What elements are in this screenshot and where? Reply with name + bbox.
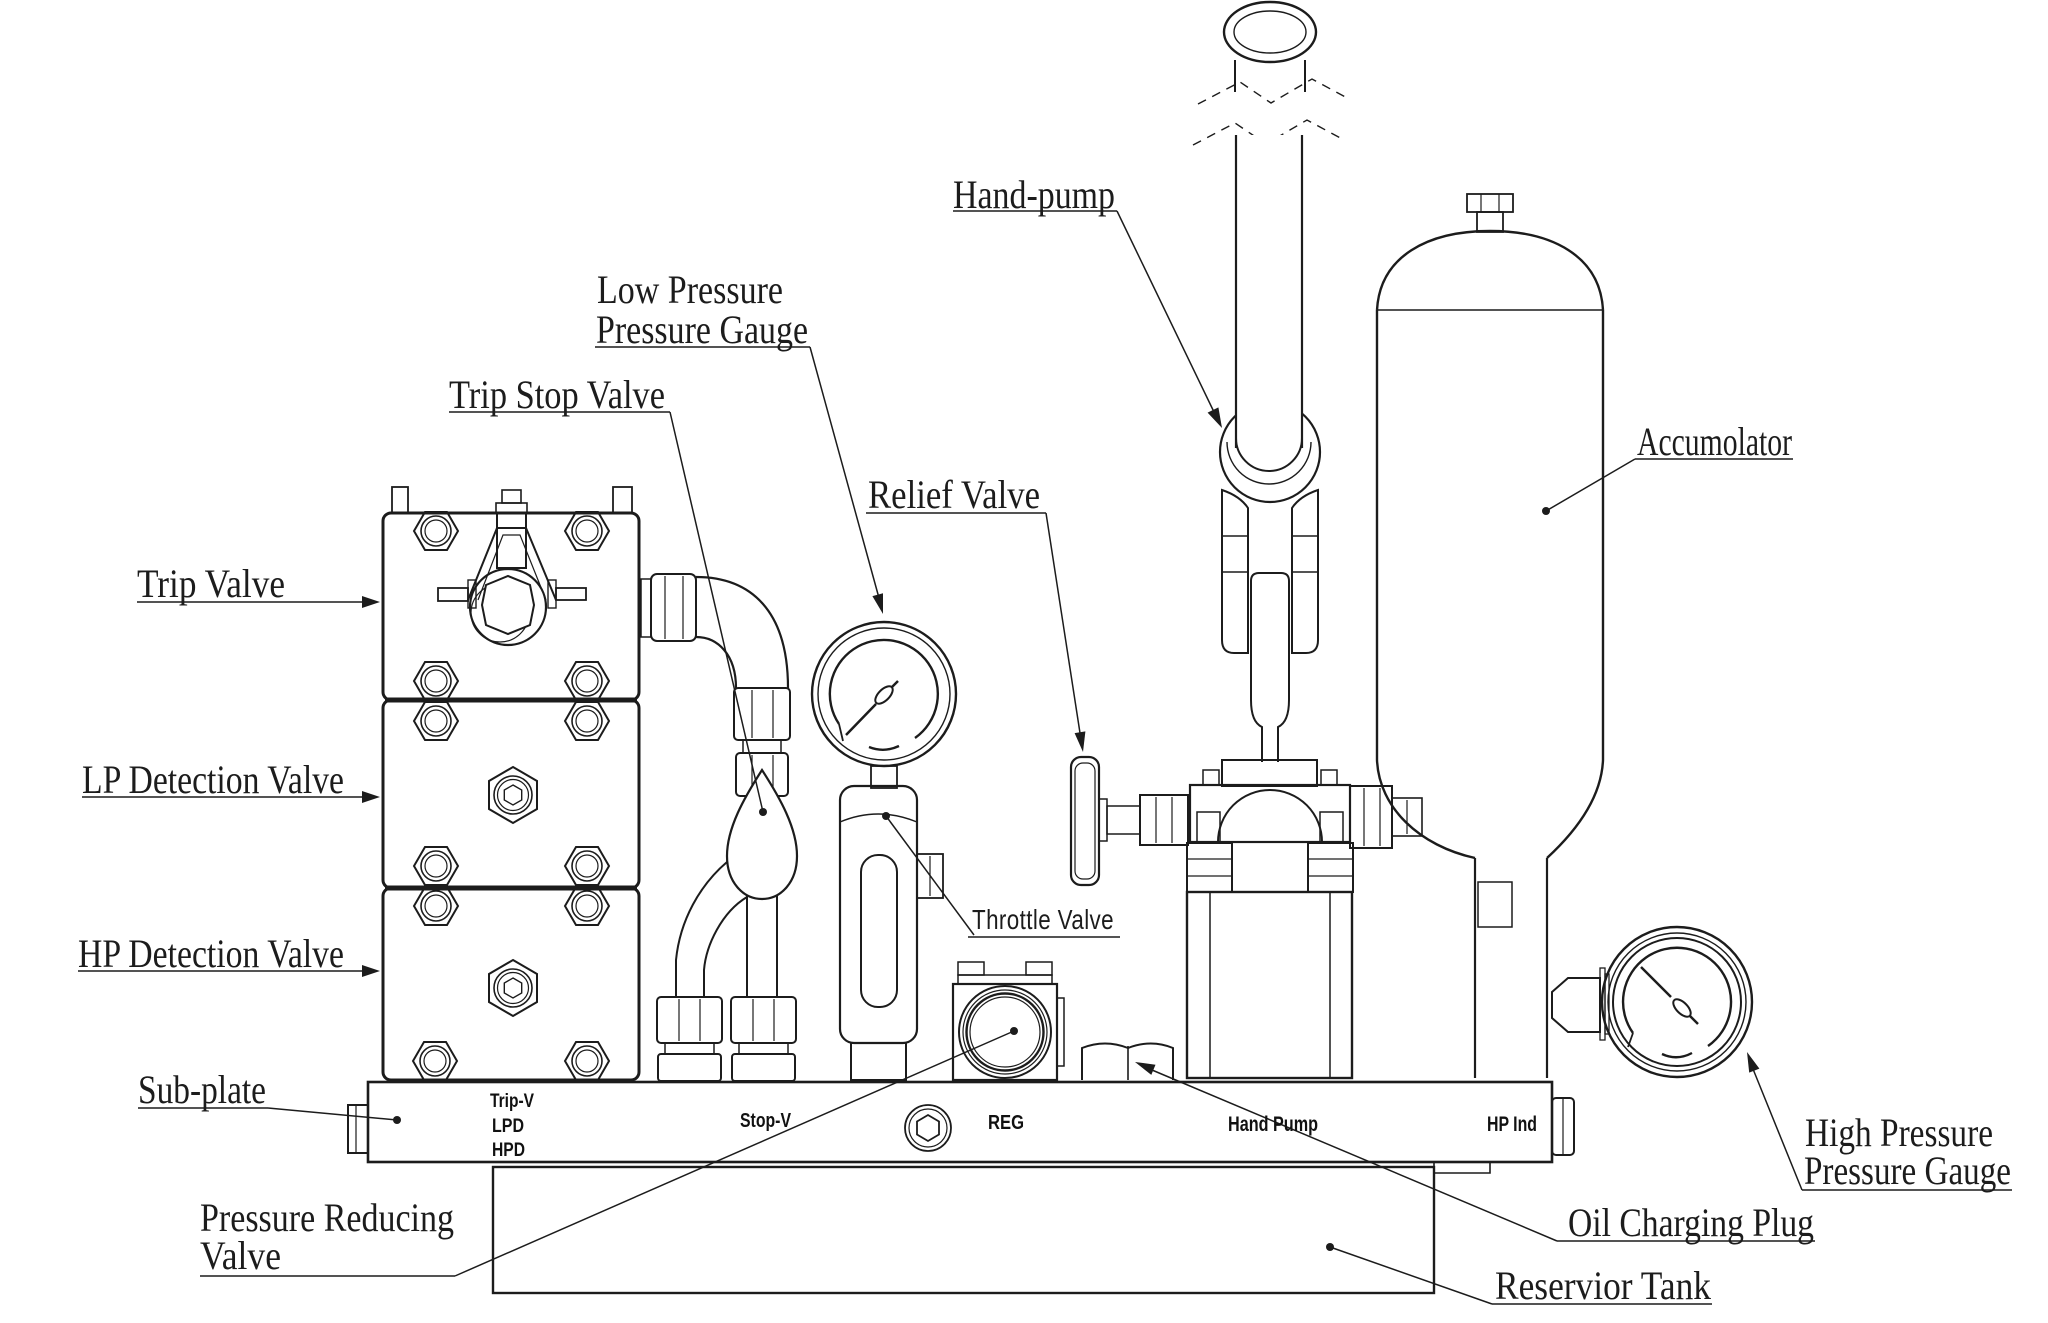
stop-valve-assembly	[640, 573, 799, 1082]
accumulator-tank	[1375, 193, 1605, 1078]
hex-nut	[564, 511, 610, 551]
hex-nut	[413, 846, 459, 886]
leader-lp-gauge	[595, 346, 883, 614]
leader-dot	[393, 1116, 401, 1124]
plate-markings: Trip-V LPD HPD Stop-V REG Hand Pump HP I…	[490, 1091, 1537, 1161]
arrowhead	[1747, 1052, 1760, 1073]
reservoir-tank	[491, 1162, 1491, 1295]
hex-nut	[564, 846, 610, 886]
lp-detection-bolt	[488, 766, 538, 824]
plate-marking-hand-pump: Hand Pump	[1228, 1113, 1318, 1136]
leader-dot	[759, 808, 767, 816]
leader-hand-pump	[953, 210, 1222, 428]
throttle-valve-body	[838, 784, 944, 1081]
plate-marking-hpd: HPD	[492, 1140, 525, 1161]
hp-pressure-gauge	[1551, 925, 1754, 1079]
label-lp-detection-valve: LP Detection Valve	[82, 757, 344, 802]
arrowhead	[362, 791, 380, 803]
lp-gauge-needle	[845, 703, 877, 736]
label-oil-charging-plug: Oil Charging Plug	[1568, 1200, 1814, 1245]
leader-throttle-valve	[882, 812, 1120, 938]
leader-trip-valve	[137, 596, 380, 608]
leader-dot	[1010, 1027, 1018, 1035]
hex-nut	[564, 886, 610, 926]
plate-socket-bolt	[904, 1104, 952, 1152]
hex-nut	[564, 1041, 610, 1081]
leader-dot	[882, 812, 890, 820]
arrowhead	[1207, 407, 1222, 428]
label-hp-gauge-line2: Pressure Gauge	[1804, 1148, 2011, 1193]
label-hp-gauge-line1: High Pressure	[1805, 1110, 1993, 1155]
pump-cylinder	[1185, 890, 1354, 1080]
leader-dot	[1326, 1243, 1334, 1251]
pump-handle-knob	[1222, 0, 1318, 64]
leader-hp-gauge	[1747, 1052, 2012, 1191]
arrowhead	[362, 965, 380, 977]
labels: Hand-pump Low Pressure Pressure Gauge Tr…	[78, 172, 2011, 1308]
hex-nut	[413, 886, 459, 926]
leader-oil-charging-plug	[1135, 1062, 1815, 1242]
leader-accumulator	[1542, 458, 1793, 515]
label-sub-plate: Sub-plate	[138, 1067, 266, 1112]
label-relief-valve: Relief Valve	[868, 472, 1040, 517]
hp-gauge-needle	[1640, 966, 1672, 998]
plate-marking-trip-v: Trip-V	[490, 1091, 534, 1112]
plate-marking-reg: REG	[988, 1112, 1024, 1134]
label-hp-detection-valve: HP Detection Valve	[78, 931, 344, 976]
plate-marking-lpd: LPD	[492, 1116, 524, 1137]
lp-pressure-gauge	[810, 620, 958, 789]
plate-marking-stop-v: Stop-V	[740, 1110, 792, 1132]
arrowhead	[362, 596, 380, 608]
label-lp-gauge-line1: Low Pressure	[597, 267, 783, 312]
arrowhead	[872, 593, 883, 614]
leader-lp-detection	[82, 791, 380, 803]
leader-dot	[1542, 507, 1550, 515]
label-reservoir-tank: Reservior Tank	[1495, 1263, 1711, 1308]
leader-relief-valve	[866, 512, 1086, 752]
plate-marking-hp-ind: HP Ind	[1487, 1113, 1537, 1136]
hex-nut	[413, 511, 459, 551]
label-pressure-reducing-line2: Valve	[200, 1233, 281, 1278]
hex-nut	[413, 661, 459, 701]
leader-trip-stop-valve	[449, 411, 767, 816]
hand-pump-assembly	[1185, 0, 1423, 1080]
trip-valve-mechanism	[437, 512, 587, 647]
oil-charging-plug	[1081, 1042, 1174, 1080]
arrowhead	[1135, 1062, 1156, 1075]
pressure-reducing-valve-block	[951, 961, 1065, 1082]
leader-pressure-reducing	[200, 1027, 1018, 1277]
arrowhead	[1074, 731, 1086, 752]
valve-stack	[381, 486, 641, 1082]
label-trip-stop-valve: Trip Stop Valve	[449, 372, 665, 417]
stop-valve-body	[725, 767, 799, 901]
leader-sub-plate	[138, 1107, 401, 1124]
hex-nut	[564, 701, 610, 741]
leader-reservoir-tank	[1326, 1243, 1712, 1305]
label-throttle-valve: Throttle Valve	[972, 904, 1114, 935]
label-lp-gauge-line2: Pressure Gauge	[596, 307, 808, 352]
sub-plate	[347, 1080, 1575, 1164]
leader-hp-detection	[78, 965, 380, 977]
label-trip-valve: Trip Valve	[137, 561, 285, 606]
leader-lines	[78, 210, 2012, 1305]
hex-nut	[413, 701, 459, 741]
pipe-break-symbol	[1197, 78, 1350, 105]
hex-nut	[564, 661, 610, 701]
label-accumulator: Accumolator	[1637, 419, 1792, 464]
label-hand-pump: Hand-pump	[953, 172, 1115, 217]
hex-nut	[412, 1041, 458, 1081]
relief-valve-handwheel	[1069, 755, 1189, 887]
hp-detection-bolt	[488, 959, 538, 1017]
label-pressure-reducing-line1: Pressure Reducing	[200, 1195, 454, 1240]
accumulator-top-bolt	[1466, 193, 1514, 213]
